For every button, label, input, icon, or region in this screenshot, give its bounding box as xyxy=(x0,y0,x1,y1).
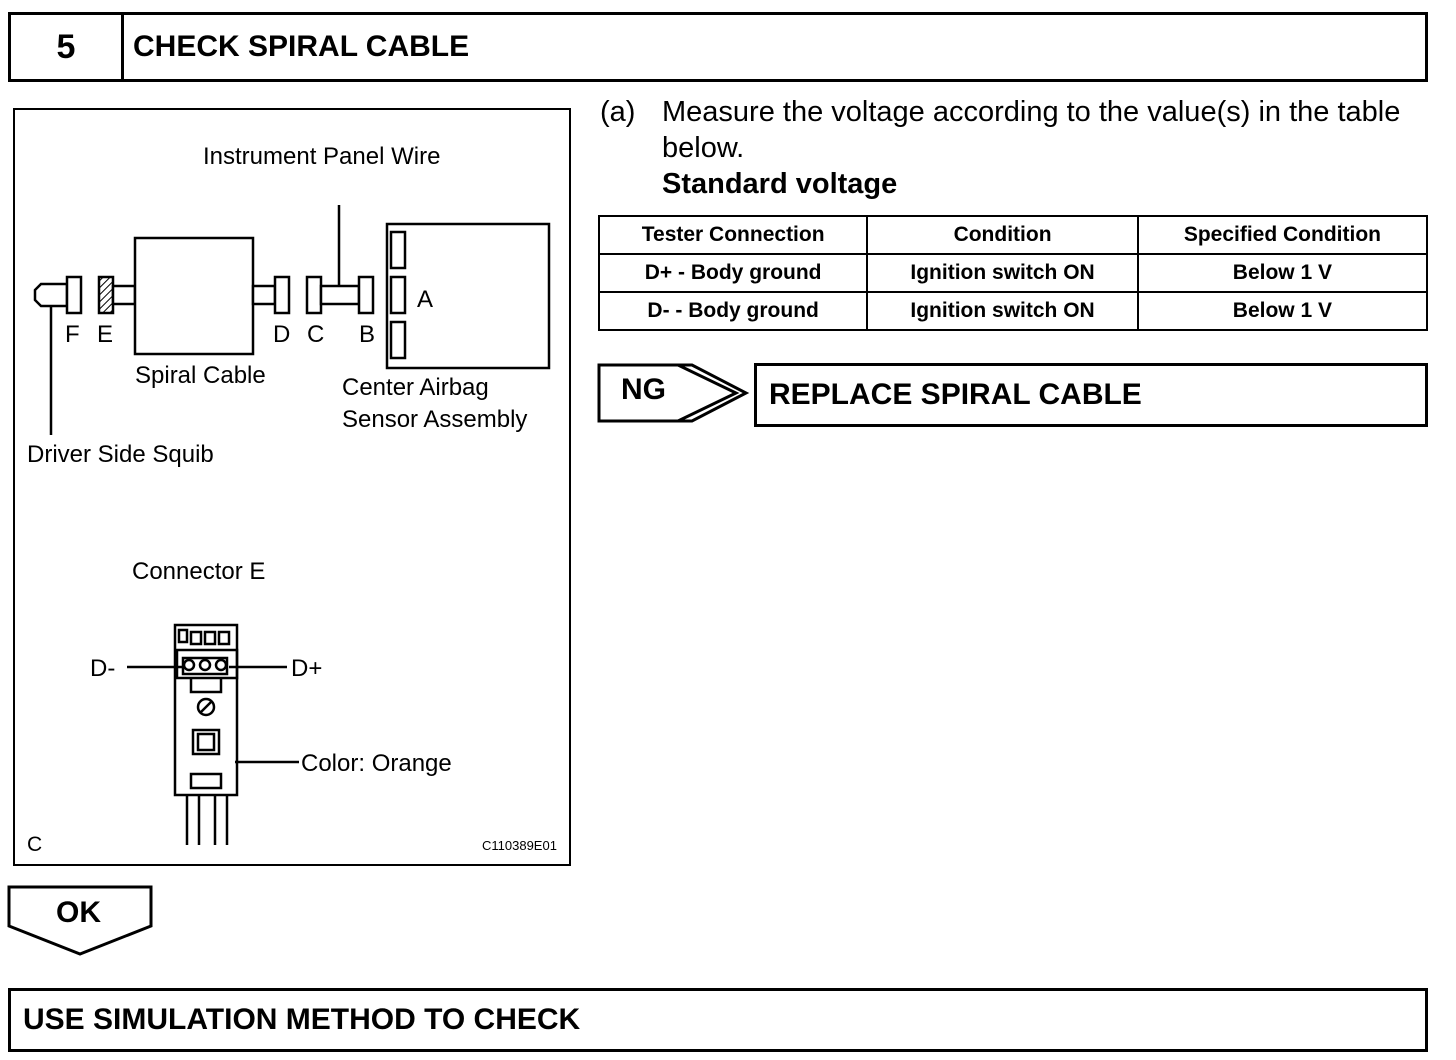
label-center-airbag-1: Center Airbag xyxy=(342,374,489,401)
label-connector-d: D xyxy=(273,321,290,348)
label-connector-e-detail: Connector E xyxy=(132,558,265,585)
wiring-figure: Instrument Panel Wire A F E D C B Spiral… xyxy=(13,108,571,866)
connector-e xyxy=(97,275,115,315)
label-color: Color: Orange xyxy=(301,750,452,777)
table-cell: Ignition switch ON xyxy=(866,291,1139,331)
step-number: 5 xyxy=(11,15,124,79)
step-header: 5 CHECK SPIRAL CABLE xyxy=(8,12,1428,82)
table-header: Specified Condition xyxy=(1136,215,1429,255)
label-connector-e: E xyxy=(97,321,113,348)
ok-action-box: USE SIMULATION METHOD TO CHECK xyxy=(8,988,1428,1052)
wiring-diagram: Instrument Panel Wire A F E D C B Spiral… xyxy=(27,143,557,856)
connector-c xyxy=(305,275,323,315)
label-corner: C xyxy=(27,833,42,856)
figure-id: C110389E01 xyxy=(482,838,557,853)
label-connector-b: B xyxy=(359,321,375,348)
table-cell: D+ - Body ground xyxy=(597,253,869,293)
label-d-minus: D- xyxy=(90,655,115,682)
instruction-subheading: Standard voltage xyxy=(662,168,898,200)
table-header: Tester Connection xyxy=(597,215,869,255)
ok-label: OK xyxy=(56,896,101,929)
connector-d xyxy=(273,275,291,315)
label-driver-side-squib: Driver Side Squib xyxy=(27,441,214,468)
label-connector-f: F xyxy=(65,321,80,348)
connector-e-detail xyxy=(127,623,299,845)
label-connector-c: C xyxy=(307,321,324,348)
squib-plug xyxy=(33,282,69,308)
label-instrument-panel-wire: Instrument Panel Wire xyxy=(203,143,440,170)
label-connector-a: A xyxy=(417,286,433,313)
ng-action: REPLACE SPIRAL CABLE xyxy=(769,378,1142,411)
table-cell: Ignition switch ON xyxy=(866,253,1139,293)
connector-f xyxy=(65,275,83,315)
ng-action-box: REPLACE SPIRAL CABLE xyxy=(754,363,1428,427)
spec-table: Tester Connection Condition Specified Co… xyxy=(597,215,1429,331)
ok-action: USE SIMULATION METHOD TO CHECK xyxy=(23,1003,581,1036)
connector-b xyxy=(357,275,375,315)
table-header: Condition xyxy=(866,215,1139,255)
table-row: D+ - Body ground Ignition switch ON Belo… xyxy=(597,253,1429,293)
spiral-cable-body xyxy=(133,236,255,356)
ng-label: NG xyxy=(621,373,666,406)
table-row: D- - Body ground Ignition switch ON Belo… xyxy=(597,291,1429,331)
label-d-plus: D+ xyxy=(291,655,322,682)
table-header-row: Tester Connection Condition Specified Co… xyxy=(597,215,1429,255)
step-title: CHECK SPIRAL CABLE xyxy=(133,30,470,63)
label-center-airbag-2: Sensor Assembly xyxy=(342,406,527,433)
table-cell: Below 1 V xyxy=(1136,253,1429,293)
table-cell: Below 1 V xyxy=(1136,291,1429,331)
ok-arrow-icon xyxy=(7,885,153,956)
table-cell: D- - Body ground xyxy=(597,291,869,331)
ng-arrow-icon xyxy=(597,363,750,423)
center-airbag-sensor xyxy=(385,222,551,370)
instruction-label: (a) xyxy=(600,96,636,128)
instruction-text: Measure the voltage according to the val… xyxy=(662,96,1401,164)
label-spiral-cable: Spiral Cable xyxy=(135,362,266,389)
